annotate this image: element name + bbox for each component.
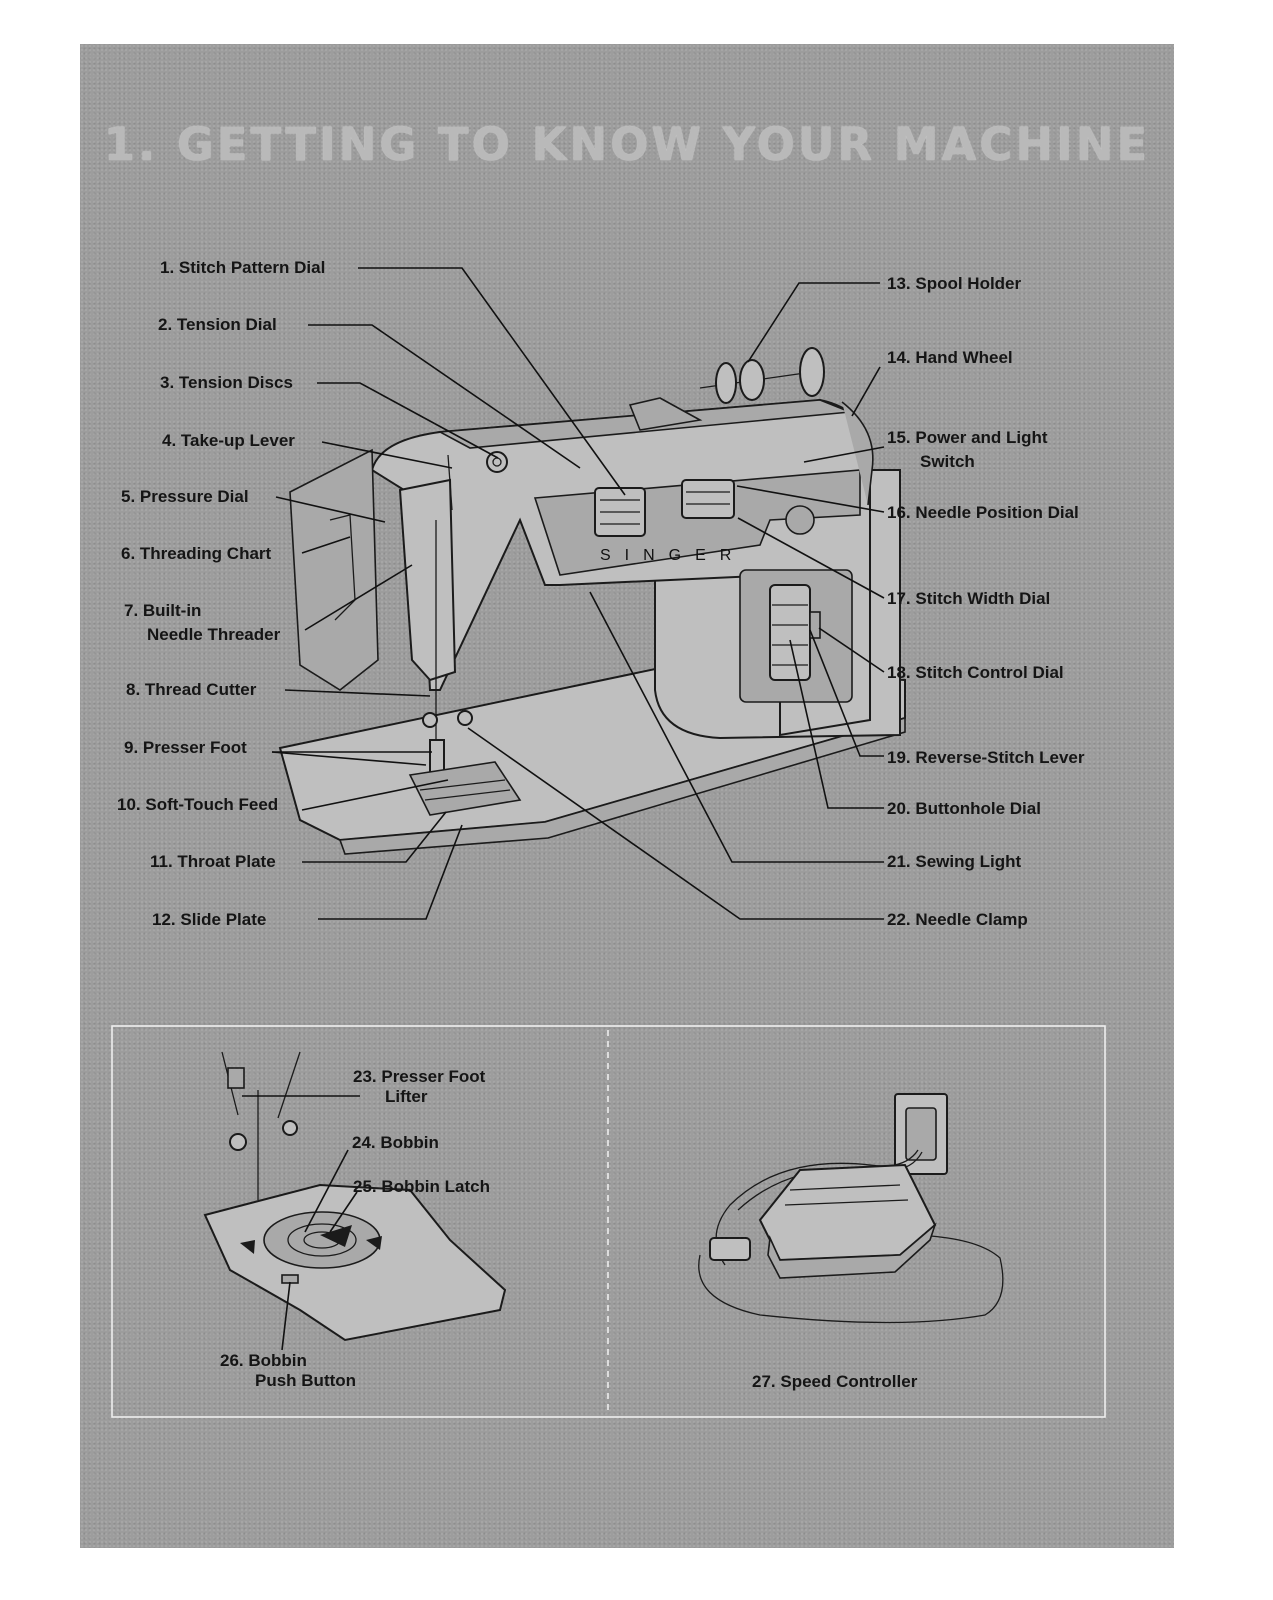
label-buttonhole-dial: 20. Buttonhole Dial bbox=[887, 799, 1041, 818]
label-spool-holder: 13. Spool Holder bbox=[887, 274, 1022, 293]
label-tension-dial: 2. Tension Dial bbox=[158, 315, 277, 334]
reverse-stitch-lever-drawing bbox=[809, 611, 821, 639]
label-bobbin: 24. Bobbin bbox=[352, 1133, 439, 1152]
tension-disc-drawing bbox=[486, 451, 508, 473]
inset-border bbox=[111, 1025, 1106, 1418]
stitch-control-dial-drawing bbox=[769, 584, 811, 681]
needle-clamp-screw bbox=[457, 710, 473, 726]
needle-position-dial-drawing bbox=[681, 479, 735, 519]
part-labels: 1. Stitch Pattern Dial 2. Tension Dial 3… bbox=[117, 258, 1085, 929]
speed-controller-illustration bbox=[698, 1093, 1004, 1324]
label-power-and-light-switch-line2: Switch bbox=[920, 452, 975, 471]
label-stitch-width-dial: 17. Stitch Width Dial bbox=[887, 589, 1050, 608]
inset-box bbox=[111, 1025, 1106, 1418]
machine-head bbox=[398, 478, 457, 682]
threading-chart-door bbox=[289, 448, 379, 691]
bobbin-push-button-drawing bbox=[281, 1274, 299, 1284]
label-tension-discs: 3. Tension Discs bbox=[160, 373, 293, 392]
spool-2 bbox=[739, 359, 765, 401]
label-needle-clamp: 22. Needle Clamp bbox=[887, 910, 1028, 929]
label-throat-plate: 11. Throat Plate bbox=[150, 852, 276, 871]
label-threading-chart: 6. Threading Chart bbox=[121, 544, 272, 563]
bobbin-area-illustration bbox=[203, 1051, 507, 1342]
label-power-and-light-switch-line1: 15. Power and Light bbox=[887, 428, 1048, 447]
singer-brand-text: SINGER bbox=[600, 547, 745, 564]
label-stitch-control-dial: 18. Stitch Control Dial bbox=[887, 663, 1064, 682]
label-built-in-needle-threader-line1: 7. Built-in bbox=[124, 601, 201, 620]
hand-wheel-drawing bbox=[841, 401, 874, 506]
inset-labels: 23. Presser Foot Lifter 24. Bobbin 25. B… bbox=[220, 1067, 490, 1390]
inset-leader-lines bbox=[242, 1095, 360, 1351]
label-stitch-pattern-dial: 1. Stitch Pattern Dial bbox=[160, 258, 325, 277]
bobbin-drawing bbox=[287, 1223, 357, 1257]
label-sewing-light: 21. Sewing Light bbox=[887, 852, 1021, 871]
singer-logo-badge bbox=[785, 505, 815, 535]
label-slide-plate: 12. Slide Plate bbox=[152, 910, 266, 929]
controller-plug-drawing bbox=[709, 1237, 751, 1261]
label-take-up-lever: 4. Take-up Lever bbox=[162, 431, 295, 450]
sewing-machine-illustration: SINGER bbox=[278, 347, 906, 855]
bobbin-cover bbox=[263, 1211, 381, 1269]
label-pressure-dial: 5. Pressure Dial bbox=[121, 487, 249, 506]
label-presser-foot: 9. Presser Foot bbox=[124, 738, 247, 757]
label-needle-position-dial: 16. Needle Position Dial bbox=[887, 503, 1079, 522]
spool bbox=[715, 362, 737, 404]
throat-plate-drawing bbox=[408, 761, 522, 816]
label-speed-controller: 27. Speed Controller bbox=[752, 1372, 918, 1391]
take-up-lever-drawing bbox=[447, 454, 453, 511]
spool-pin-base bbox=[628, 397, 703, 431]
threading-chart-lines bbox=[329, 514, 356, 621]
page-title: 1. GETTING TO KNOW YOUR MACHINE bbox=[103, 118, 1151, 171]
label-bobbin-push-button-line2: Push Button bbox=[255, 1371, 356, 1390]
label-bobbin-latch: 25. Bobbin Latch bbox=[353, 1177, 490, 1196]
label-hand-wheel: 14. Hand Wheel bbox=[887, 348, 1013, 367]
label-presser-foot-lifter-line2: Lifter bbox=[385, 1087, 428, 1106]
label-reverse-stitch-lever: 19. Reverse-Stitch Lever bbox=[887, 748, 1085, 767]
bobbin-latch-drawing bbox=[320, 1225, 352, 1247]
speed-controller-label: 27. Speed Controller bbox=[752, 1372, 918, 1391]
label-thread-cutter: 8. Thread Cutter bbox=[126, 680, 257, 699]
label-presser-foot-lifter-line1: 23. Presser Foot bbox=[353, 1067, 486, 1086]
label-soft-touch-feed: 10. Soft-Touch Feed bbox=[117, 795, 278, 814]
spool-holder-end bbox=[799, 347, 825, 397]
presser-foot-lifter-drawing bbox=[227, 1067, 245, 1089]
leader-lines bbox=[271, 267, 885, 920]
label-bobbin-push-button-line1: 26. Bobbin bbox=[220, 1351, 307, 1370]
label-built-in-needle-threader-line2: Needle Threader bbox=[147, 625, 281, 644]
bed-edge bbox=[338, 716, 906, 855]
